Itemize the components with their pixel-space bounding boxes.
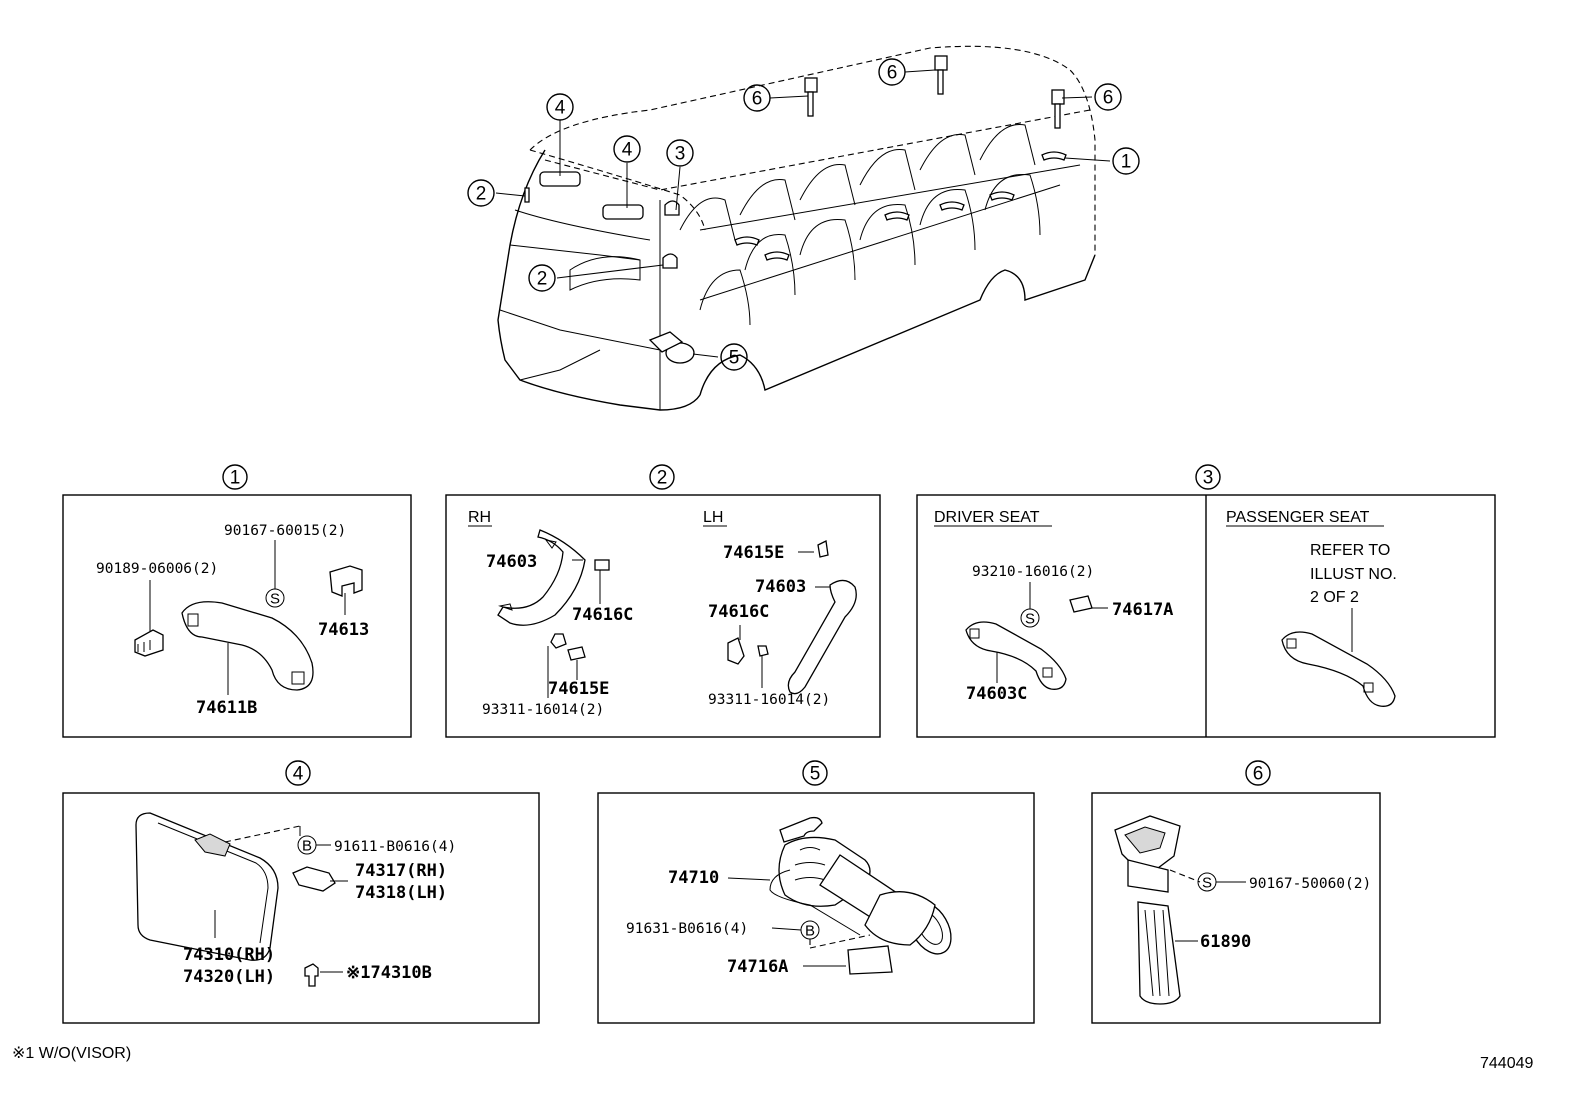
symbol-b-p5: B xyxy=(805,923,815,940)
part-74616C-rh: 74616C xyxy=(572,605,633,625)
part-90167-50060: 90167-50060(2) xyxy=(1249,876,1371,892)
part-93311-16014-lh: 93311-16014(2) xyxy=(708,692,830,708)
svg-text:2: 2 xyxy=(476,184,487,205)
rh-label: RH xyxy=(468,509,491,526)
part-91611-B0616: 91611-B0616(4) xyxy=(334,839,456,855)
part-74603-rh: 74603 xyxy=(486,552,537,572)
symbol-s: S xyxy=(270,591,280,608)
panel-2-number: 2 xyxy=(657,468,668,489)
panel-2: 2 RH LH 74603 74616C 74615E 93311-16014(… xyxy=(445,464,881,738)
part-74310B: ※174310B xyxy=(346,963,432,983)
part-90167-60015: 90167-60015(2) xyxy=(224,523,346,539)
part-74710: 74710 xyxy=(668,868,719,888)
symbol-s-p3: S xyxy=(1025,611,1035,628)
part-74603C: 74603C xyxy=(966,684,1027,704)
panel-5: 5 74710 B 91631-B0616(4) 74716A xyxy=(597,760,1035,1024)
svg-text:6: 6 xyxy=(887,63,898,84)
panel-6: 6 S 90167-50060(2) 61890 xyxy=(1091,760,1381,1024)
part-74615E-rh: 74615E xyxy=(548,679,609,699)
panel-6-number: 6 xyxy=(1253,764,1264,785)
overview-callouts: 1 2 2 3 4 4 5 6 6 6 xyxy=(467,58,1140,371)
part-93311-16014-rh: 93311-16014(2) xyxy=(482,702,604,718)
part-74615E-lh: 74615E xyxy=(723,543,784,563)
svg-text:6: 6 xyxy=(1103,88,1114,109)
callout-6c: 6 xyxy=(1094,83,1122,111)
symbol-s-p6: S xyxy=(1202,875,1212,892)
callout-5: 5 xyxy=(720,343,748,371)
part-74320: 74320(LH) xyxy=(183,967,275,987)
part-74310: 74310(RH) xyxy=(183,945,275,965)
refer-line-1: REFER TO xyxy=(1310,542,1390,559)
driver-seat-label: DRIVER SEAT xyxy=(934,509,1040,526)
overview-leaders xyxy=(495,69,1111,358)
footnote: ※1 W/O(VISOR) xyxy=(12,1045,131,1062)
svg-text:1: 1 xyxy=(1121,152,1132,173)
callout-2b: 2 xyxy=(528,264,556,292)
part-74716A: 74716A xyxy=(727,957,788,977)
part-90189-06006: 90189-06006(2) xyxy=(96,561,218,577)
callout-2a: 2 xyxy=(467,179,495,207)
figure-id: 744049 xyxy=(1480,1055,1533,1072)
part-61890: 61890 xyxy=(1200,932,1251,952)
panel-4: 4 B 91611-B0616(4) 74317(RH) 74318(LH) 7… xyxy=(62,760,540,1024)
part-74617A: 74617A xyxy=(1112,600,1173,620)
panel-5-number: 5 xyxy=(810,764,821,785)
callout-4a: 4 xyxy=(546,93,574,121)
lh-label: LH xyxy=(703,509,723,526)
part-91631-B0616: 91631-B0616(4) xyxy=(626,921,748,937)
part-74613: 74613 xyxy=(318,620,369,640)
svg-text:3: 3 xyxy=(675,144,686,165)
part-93210-16016: 93210-16016(2) xyxy=(972,564,1094,580)
callout-1: 1 xyxy=(1112,147,1140,175)
panel-3: 3 DRIVER SEAT PASSENGER SEAT 93210-16016… xyxy=(916,464,1496,738)
svg-text:4: 4 xyxy=(555,98,566,119)
part-74603-lh: 74603 xyxy=(755,577,806,597)
callout-6a: 6 xyxy=(743,84,771,112)
callout-4b: 4 xyxy=(613,135,641,163)
part-74611B: 74611B xyxy=(196,698,257,718)
svg-text:2: 2 xyxy=(537,269,548,290)
panel-4-number: 4 xyxy=(293,764,304,785)
callout-3: 3 xyxy=(666,139,694,167)
part-74616C-lh: 74616C xyxy=(708,602,769,622)
svg-text:6: 6 xyxy=(752,89,763,110)
panel-1-number: 1 xyxy=(230,468,241,489)
refer-line-2: ILLUST NO. xyxy=(1310,566,1397,583)
svg-text:5: 5 xyxy=(729,348,740,369)
svg-text:4: 4 xyxy=(622,140,633,161)
passenger-seat-label: PASSENGER SEAT xyxy=(1226,509,1370,526)
refer-line-3: 2 OF 2 xyxy=(1310,589,1359,606)
part-74318: 74318(LH) xyxy=(355,883,447,903)
symbol-b: B xyxy=(302,838,312,855)
van-overview-illustration xyxy=(497,45,1096,411)
panel-1: 1 90167-60015(2) 90189-06006(2) 74613 74… xyxy=(62,464,412,738)
part-74317: 74317(RH) xyxy=(355,861,447,881)
panel-3-number: 3 xyxy=(1203,468,1214,489)
callout-6b: 6 xyxy=(878,58,906,86)
